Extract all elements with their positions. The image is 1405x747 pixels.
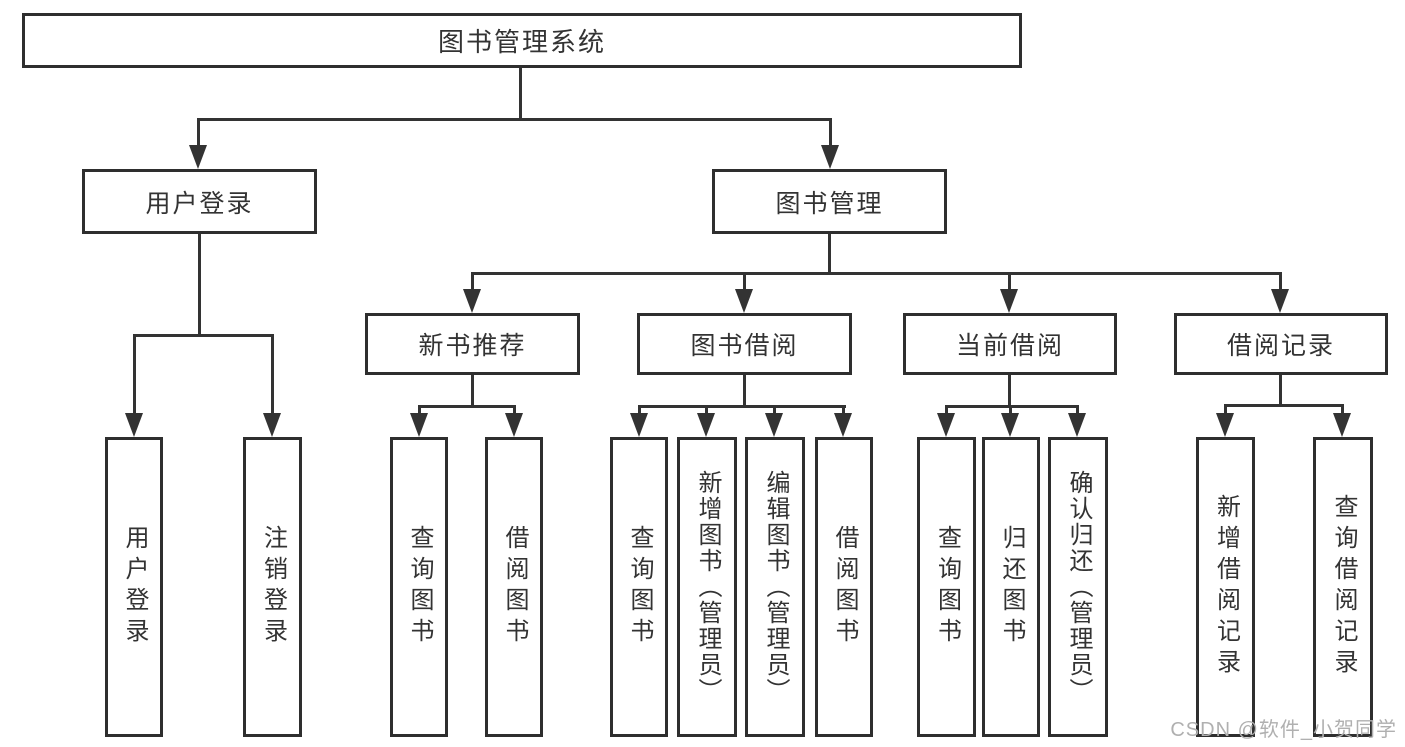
arrow-into-current-query xyxy=(937,413,955,437)
connector-nb2-stem xyxy=(513,405,516,417)
arrow-into-current-borrowing xyxy=(1000,289,1018,313)
leaf-newbooks-borrow-books-label: 借阅图书 xyxy=(501,525,528,649)
arrow-into-new-book-recommend xyxy=(463,289,481,313)
node-current-borrowing-label: 当前借阅 xyxy=(955,332,1064,360)
arrow-into-add-record xyxy=(1216,413,1234,437)
connector-userlogin-hbar xyxy=(133,334,274,337)
watermark: CSDN @软件_小贺同学 xyxy=(1170,719,1397,741)
leaf-query-borrow-record: 查询借阅记录 xyxy=(1313,437,1373,737)
arrow-into-edit-books xyxy=(765,413,783,437)
connector-br2-stem xyxy=(1341,404,1344,416)
connector-ul1-stem xyxy=(133,334,136,416)
arrow-into-newbooks-query xyxy=(410,413,428,437)
arrow-into-leaf-logout xyxy=(263,413,281,437)
connector-cb3-stem xyxy=(1076,405,1079,417)
connector-bb2-stem xyxy=(705,405,708,417)
connector-root-stem xyxy=(519,68,522,120)
node-new-book-recommend: 新书推荐 xyxy=(365,313,580,375)
arrow-into-borrow-query xyxy=(630,413,648,437)
leaf-add-borrow-record-label: 新增借阅记录 xyxy=(1212,494,1240,680)
arrow-into-confirm-return xyxy=(1068,413,1086,437)
leaf-add-books-admin: 新增图书（管理员） xyxy=(677,437,737,737)
connector-bb1-stem xyxy=(638,405,641,417)
leaf-query-borrow-record-label: 查询借阅记录 xyxy=(1330,494,1357,680)
node-user-login-label: 用户登录 xyxy=(145,189,254,218)
node-borrowing-records-label: 借阅记录 xyxy=(1226,332,1335,360)
connector-userlogin-stem xyxy=(197,118,200,150)
connector-userlogin-down xyxy=(198,234,201,337)
leaf-newbooks-query-books-label: 查询图书 xyxy=(406,525,433,649)
leaf-edit-books-admin-label: 编辑图书（管理员） xyxy=(762,470,789,704)
connector-br1-stem xyxy=(1224,404,1227,416)
connector-bookmgmt-stem xyxy=(829,118,832,150)
connector-records-hbar xyxy=(1224,404,1344,407)
node-book-management-label: 图书管理 xyxy=(775,189,884,218)
node-root-label: 图书管理系统 xyxy=(437,27,606,57)
arrow-into-newbooks-borrow xyxy=(505,413,523,437)
node-new-book-recommend-label: 新书推荐 xyxy=(418,332,527,360)
connector-level3-hbar xyxy=(471,272,1282,275)
arrow-into-query-record xyxy=(1333,413,1351,437)
connector-nb1-stem xyxy=(418,405,421,417)
node-root: 图书管理系统 xyxy=(22,13,1022,68)
arrow-into-borrowing-records xyxy=(1271,289,1289,313)
arrow-into-return-books xyxy=(1001,413,1019,437)
connector-root-hbar xyxy=(197,118,831,121)
connector-newbooks-stem xyxy=(471,272,474,292)
arrow-into-book-borrowing xyxy=(735,289,753,313)
node-book-management: 图书管理 xyxy=(712,169,947,234)
connector-bb3-stem xyxy=(773,405,776,417)
leaf-return-books-label: 归还图书 xyxy=(998,525,1025,649)
node-user-login: 用户登录 xyxy=(82,169,317,234)
connector-cb1-stem xyxy=(945,405,948,417)
node-book-borrowing: 图书借阅 xyxy=(637,313,852,375)
leaf-add-books-admin-label: 新增图书（管理员） xyxy=(694,470,721,704)
connector-bookmgmt-down xyxy=(828,234,831,274)
leaf-borrow-query-books-label: 查询图书 xyxy=(626,525,653,649)
leaf-confirm-return-admin-label: 确认归还（管理员） xyxy=(1065,470,1092,704)
leaf-logout: 注销登录 xyxy=(243,437,302,737)
arrow-into-add-books xyxy=(697,413,715,437)
connector-bb4-stem xyxy=(842,405,845,417)
node-borrowing-records: 借阅记录 xyxy=(1174,313,1388,375)
leaf-newbooks-query-books: 查询图书 xyxy=(390,437,448,737)
arrow-into-leaf-user-login xyxy=(125,413,143,437)
leaf-logout-label: 注销登录 xyxy=(259,525,287,649)
leaf-user-login-label: 用户登录 xyxy=(121,525,148,649)
arrow-into-borrow-books xyxy=(834,413,852,437)
connector-bookborrow-stem xyxy=(743,272,746,292)
leaf-current-query-books: 查询图书 xyxy=(917,437,976,737)
node-current-borrowing: 当前借阅 xyxy=(903,313,1117,375)
connector-newbooks-down xyxy=(471,375,474,407)
connector-currentborrow-hbar xyxy=(945,405,1079,408)
connector-records-down xyxy=(1279,375,1282,406)
leaf-return-books: 归还图书 xyxy=(982,437,1040,737)
leaf-newbooks-borrow-books: 借阅图书 xyxy=(485,437,543,737)
leaf-borrow-borrow-books-label: 借阅图书 xyxy=(831,525,858,649)
connector-currentborrow-down xyxy=(1008,375,1011,407)
connector-records-stem xyxy=(1279,272,1282,292)
connector-newbooks-hbar xyxy=(418,405,516,408)
connector-currentborrow-stem xyxy=(1008,272,1011,292)
leaf-borrow-query-books: 查询图书 xyxy=(610,437,668,737)
leaf-current-query-books-label: 查询图书 xyxy=(933,525,961,649)
leaf-user-login: 用户登录 xyxy=(105,437,163,737)
arrow-into-book-management xyxy=(821,145,839,169)
leaf-add-borrow-record: 新增借阅记录 xyxy=(1196,437,1255,737)
connector-bookborrow-down xyxy=(743,375,746,407)
connector-ul2-stem xyxy=(271,334,274,416)
leaf-confirm-return-admin: 确认归还（管理员） xyxy=(1048,437,1108,737)
connector-bookborrow-hbar xyxy=(638,405,846,408)
connector-cb2-stem xyxy=(1009,405,1012,417)
leaf-borrow-borrow-books: 借阅图书 xyxy=(815,437,873,737)
node-book-borrowing-label: 图书借阅 xyxy=(690,332,799,360)
leaf-edit-books-admin: 编辑图书（管理员） xyxy=(745,437,805,737)
arrow-into-user-login xyxy=(189,145,207,169)
